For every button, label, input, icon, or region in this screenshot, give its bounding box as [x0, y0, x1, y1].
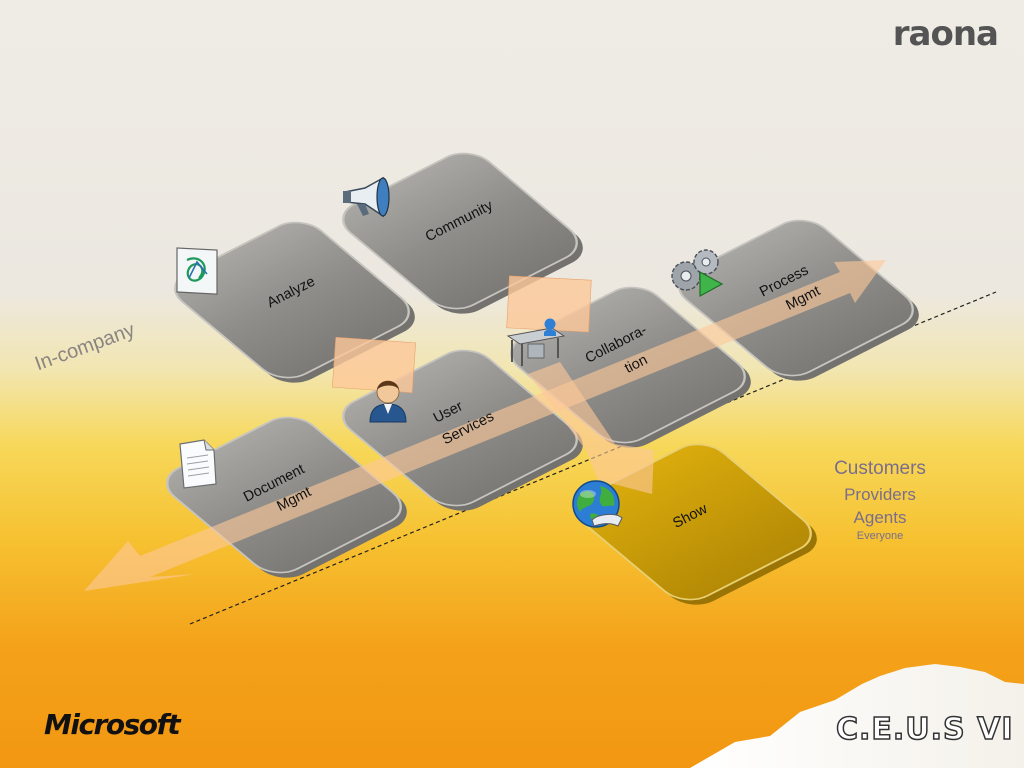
audience-customers: Customers [834, 458, 926, 479]
note-placeholder-2 [332, 336, 416, 394]
document-icon [179, 439, 217, 489]
tile-community [342, 152, 583, 314]
external-audience-list: Customers Providers Agents Everyone [810, 456, 950, 543]
audience-everyone: Everyone [856, 530, 904, 543]
gears-icon [671, 249, 724, 298]
desk-icon [506, 318, 566, 366]
audience-agents: Agents [853, 508, 907, 528]
microsoft-logo: Microsoft [44, 708, 181, 741]
globe-icon [572, 480, 623, 528]
torn-paper-decoration [690, 664, 1024, 768]
ceus-logo: C.E.U.S VI [835, 711, 1014, 748]
megaphone-icon [343, 176, 390, 218]
audience-providers: Providers [844, 484, 916, 504]
raona-logo: raona [892, 14, 999, 54]
user-icon [369, 380, 407, 423]
analytics-icon [176, 247, 218, 295]
flow-arrow-main [84, 260, 886, 591]
flow-arrow-to-show [528, 362, 654, 494]
